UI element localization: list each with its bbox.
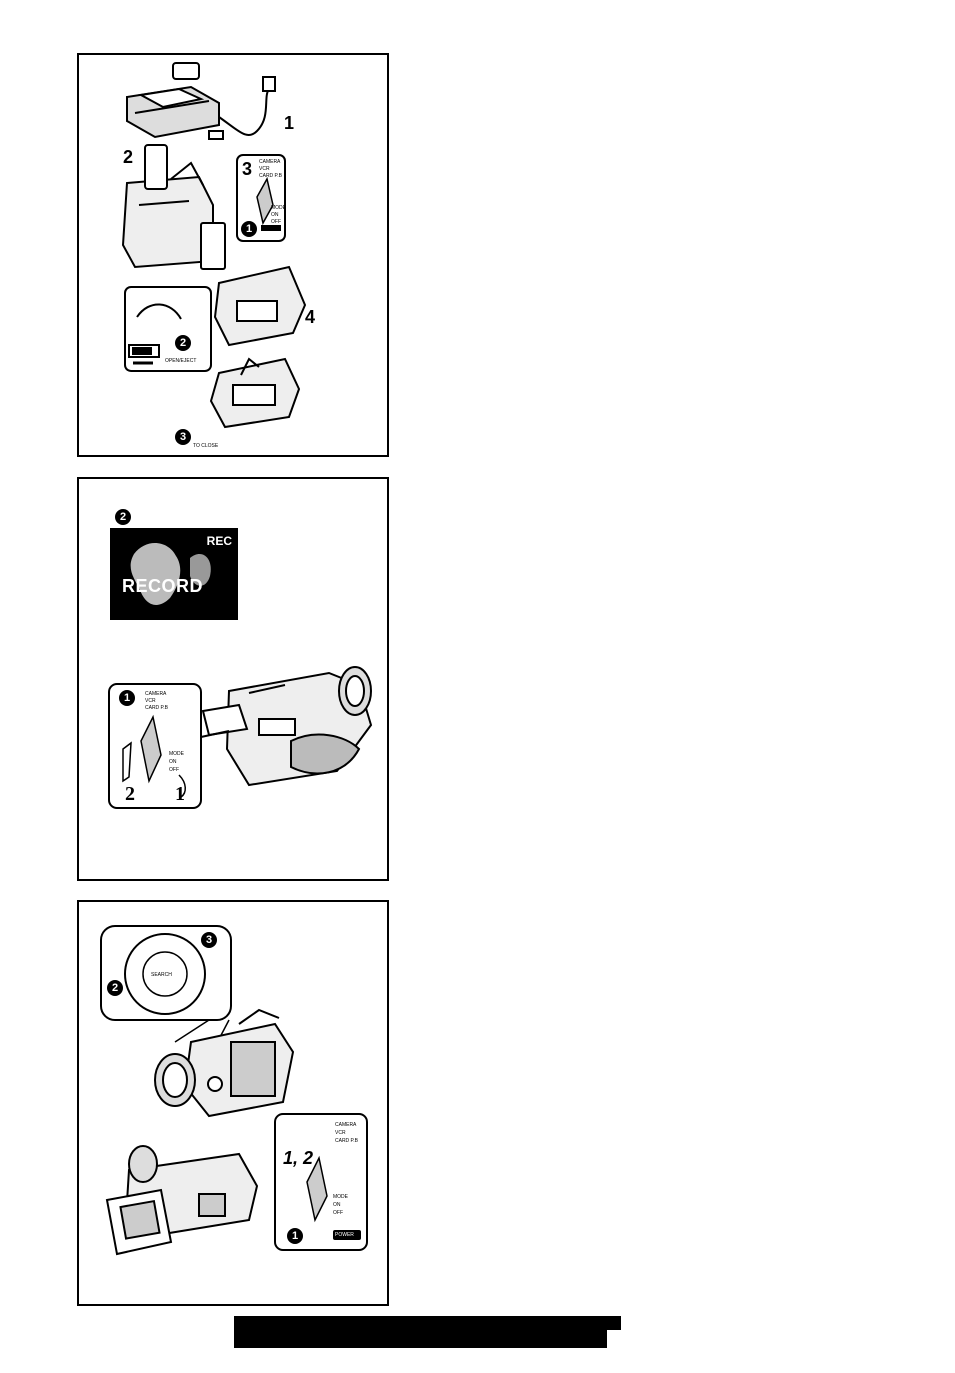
step-1-label: 1 <box>284 113 294 134</box>
panel-recording: 2 REC RECORD 1 CAMERA VCR CARD P.B MODE … <box>77 477 389 881</box>
camcorder-front-illustration <box>155 1010 293 1116</box>
switch-camera-label: CAMERA <box>335 1122 356 1128</box>
camcorder-battery-illustration <box>123 145 225 269</box>
panel-search: 3 2 SEARCH 1, 2 CAMERA VCR CARD P.B MODE… <box>77 900 389 1306</box>
screen-rec-indicator: REC <box>207 534 232 548</box>
switch-card-label: CARD P.B <box>335 1138 358 1144</box>
power-label: POWER <box>335 1232 354 1238</box>
step-1-label: 1 <box>175 783 185 806</box>
mode-dial <box>141 717 161 781</box>
wall-plug <box>263 77 275 91</box>
on-label: ON <box>333 1202 341 1208</box>
eject-label: OPEN/EJECT <box>165 358 196 364</box>
power-cable <box>219 89 269 135</box>
close-label: TO CLOSE <box>193 443 218 449</box>
callout-2-badge: 2 <box>115 509 131 525</box>
callout-2-badge: 2 <box>175 335 191 351</box>
callout-3-badge: 3 <box>175 429 191 445</box>
illustration-search <box>79 902 387 1304</box>
callout-1-badge: 1 <box>119 690 135 706</box>
off-label: OFF <box>333 1210 343 1216</box>
ac-adaptor-illustration <box>127 63 219 137</box>
switch-camera-label: CAMERA <box>259 159 280 165</box>
off-label: OFF <box>271 219 281 225</box>
footer-bar <box>234 1316 621 1348</box>
switch-card-label: CARD P.B <box>145 705 168 711</box>
mode-label: MODE <box>169 751 184 757</box>
mode-label: MODE <box>333 1194 348 1200</box>
power-button-mark <box>261 225 281 231</box>
on-label: ON <box>271 212 279 218</box>
search-label: SEARCH <box>151 972 172 978</box>
panel-battery-cassette: 1 2 3 4 CAMERA VCR CARD P.B MODE ON OFF … <box>77 53 389 457</box>
dial-track <box>123 743 131 781</box>
callout-1-badge: 1 <box>287 1228 303 1244</box>
on-label: ON <box>169 759 177 765</box>
footer-bar-notch <box>607 1330 623 1350</box>
switch-vcr-label: VCR <box>335 1130 346 1136</box>
step-4-label: 4 <box>305 307 315 328</box>
switch-vcr-label: VCR <box>259 166 270 172</box>
switch-card-label: CARD P.B <box>259 173 282 179</box>
camcorder-lcd-illustration <box>107 1146 257 1254</box>
step-2-label: 2 <box>125 783 135 806</box>
viewfinder-screen: REC RECORD <box>110 528 238 620</box>
callout-1-badge: 1 <box>241 221 257 237</box>
camcorder-illustration <box>201 667 371 785</box>
callout-2-badge: 2 <box>107 980 123 996</box>
step-2-label: 2 <box>123 147 133 168</box>
step-3-label: 3 <box>242 159 252 180</box>
switch-camera-label: CAMERA <box>145 691 166 697</box>
mode-label: MODE <box>271 205 286 211</box>
illustration-battery-cassette <box>79 55 387 455</box>
cassette-loading-illustration <box>125 267 305 427</box>
off-label: OFF <box>169 767 179 773</box>
callout-3-badge: 3 <box>201 932 217 948</box>
switch-vcr-label: VCR <box>145 698 156 704</box>
screen-record-text: RECORD <box>122 576 203 597</box>
step-1-2-label: 1, 2 <box>283 1148 313 1169</box>
